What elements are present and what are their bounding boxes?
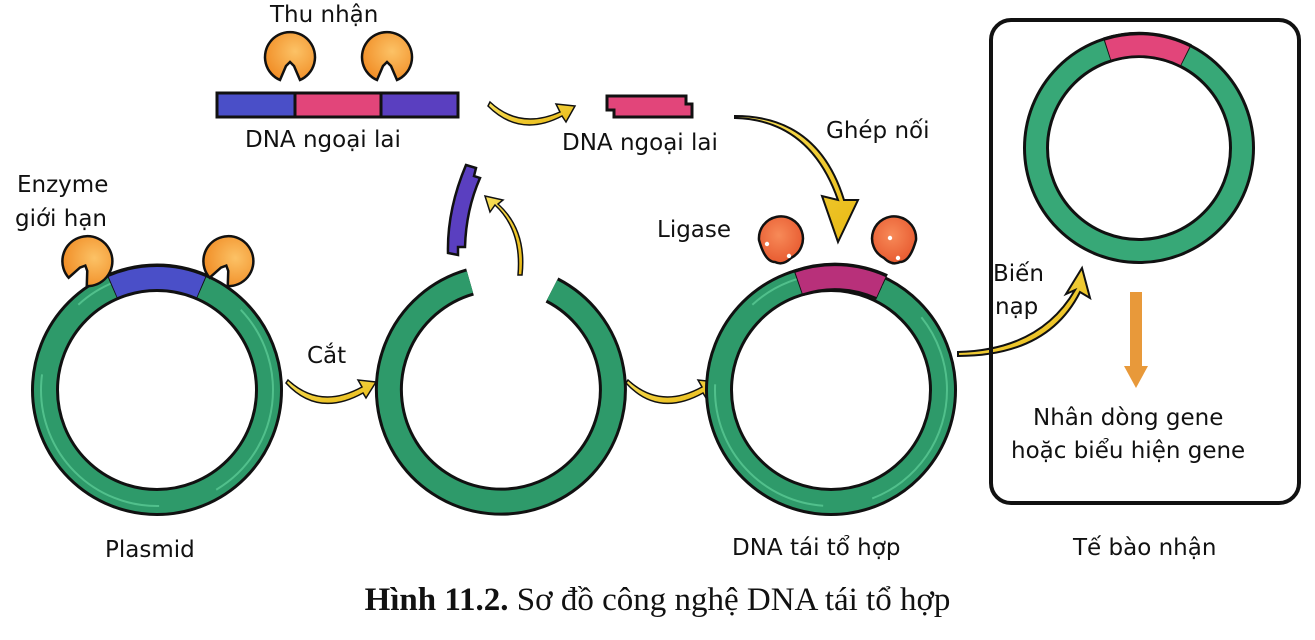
restriction-enzyme-icon: [61, 234, 114, 288]
arrow-to-insert-icon: [487, 100, 577, 126]
plasmid-restriction-site-segment: [108, 267, 206, 298]
label-dna-ngoai-lai-insert: DNA ngoại lai: [562, 130, 718, 156]
label-plasmid: Plasmid: [105, 537, 195, 563]
cut-arrow-icon: [285, 378, 378, 405]
ligation-arrow-icon: [734, 114, 860, 245]
transformation-arrow-icon: [957, 265, 1092, 358]
label-dna-ngoai-lai-source: DNA ngoại lai: [245, 127, 401, 153]
restriction-enzyme-icon: [360, 30, 414, 82]
plasmid-ring: [31, 263, 283, 516]
label-gioi-han: giới hạn: [15, 206, 108, 232]
foreign-dna-bar: [215, 91, 460, 119]
label-dna-tai-to-hop: DNA tái tổ hợp: [732, 535, 901, 561]
cut-plasmid-ring: [374, 268, 627, 516]
label-ghep-noi: Ghép nối: [826, 118, 930, 144]
recombinant-dna-ring: [705, 262, 957, 516]
label-te-bao-nhan: Tế bào nhận: [1073, 535, 1217, 561]
excised-fragment: [446, 163, 482, 257]
ligase-enzyme-icon: [757, 215, 805, 265]
label-enzyme: Enzyme: [17, 172, 109, 198]
figure-number: Hình 11.2.: [364, 582, 509, 618]
excision-arrow-icon: [483, 194, 524, 276]
label-cat: Cắt: [307, 343, 347, 369]
host-cell-plasmid-ring: [1023, 31, 1255, 264]
label-nap: nạp: [995, 294, 1039, 320]
ligase-enzyme-icon: [870, 215, 918, 265]
restriction-enzyme-icon: [202, 234, 255, 288]
label-bieu-hien-gene: hoặc biểu hiện gene: [1011, 438, 1246, 464]
foreign-dna-right-blue-segment: [379, 91, 460, 119]
label-thu-nhan: Thu nhận: [270, 2, 379, 28]
figure-caption: Hình 11.2. Sơ đồ công nghệ DNA tái tổ hợ…: [0, 582, 1315, 619]
host-cell-box: [989, 18, 1301, 505]
arrow-to-recombinant-icon: [625, 378, 718, 405]
cloning-down-arrow-icon: [1124, 292, 1148, 388]
label-bien: Biến: [993, 261, 1044, 287]
host-inserted-gene-segment: [1104, 35, 1190, 66]
figure-title: Sơ đồ công nghệ DNA tái tổ hợp: [508, 582, 951, 618]
restriction-enzyme-icon: [263, 30, 317, 82]
foreign-dna-pink-gene-segment: [293, 91, 383, 119]
inserted-gene-segment: [795, 266, 886, 298]
label-ligase: Ligase: [657, 217, 732, 243]
cut-insert-fragment: [605, 94, 694, 119]
label-nhan-dong-gene: Nhân dòng gene: [1033, 405, 1224, 431]
foreign-dna-left-blue-segment: [215, 91, 297, 119]
